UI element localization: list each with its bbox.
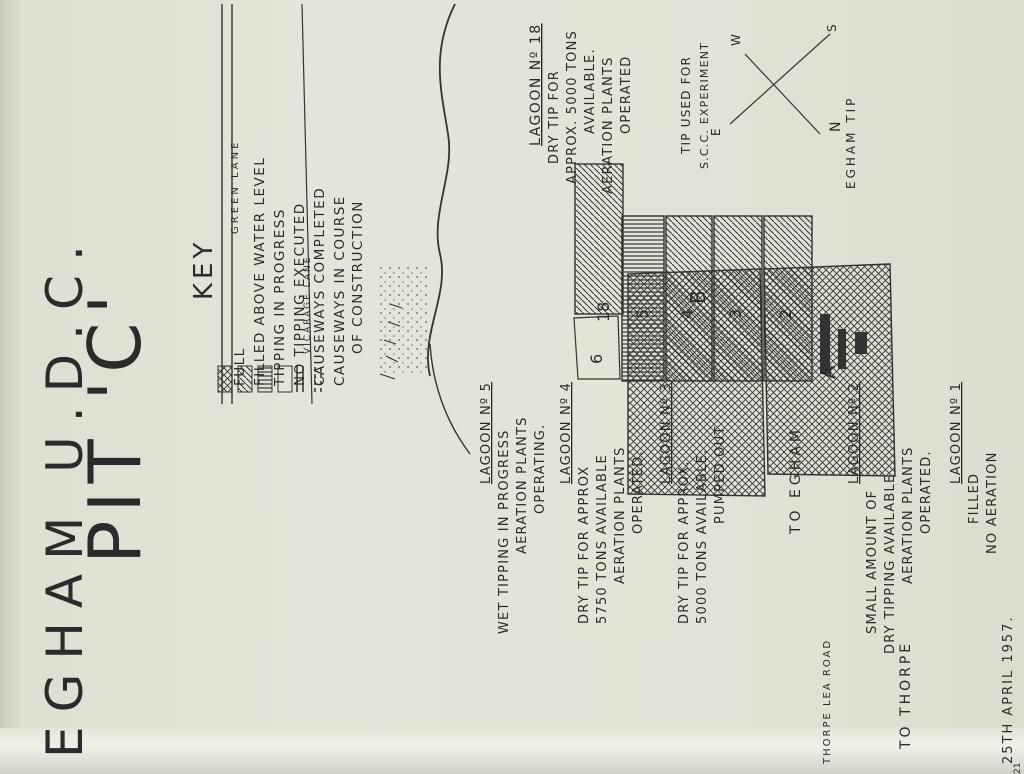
note-lagoon2-line3: OPERATED. <box>919 450 934 534</box>
note-tip: TIP USED FOR S.C.C. EXPERIMENT <box>679 42 711 169</box>
vicarage-lane-label: VICARAGE LANE <box>303 256 313 354</box>
river-bank-west <box>429 343 471 455</box>
note-lagoon18-line0: DRY TIP FOR <box>547 70 562 164</box>
key-label-1: FILLED ABOVE WATER LEVEL <box>252 157 268 386</box>
note-lagoon3-line0: DRY TIP FOR APPROX. <box>677 460 692 624</box>
works-building-1 <box>820 314 830 374</box>
title-line2: PIT 'C' <box>73 287 157 564</box>
river-bank <box>427 3 456 377</box>
lagoon-2 <box>763 215 813 382</box>
key-swatch-filled <box>237 365 253 393</box>
note-tip-line1: S.C.C. EXPERIMENT <box>698 42 711 169</box>
compass: N S E W <box>709 24 844 136</box>
vegetation-area <box>378 266 428 374</box>
compass-w: W <box>729 34 743 46</box>
note-lagoon3-heading: LAGOON Nº 3 <box>659 382 674 484</box>
note-lagoon18-heading: LAGOON Nº 18 <box>528 23 544 146</box>
bottom-edge-shadow <box>0 728 1024 774</box>
note-lagoon1-line1: NO AERATION <box>985 451 1000 554</box>
key-label-5: CAUSEWAYS IN COURSE <box>332 195 348 386</box>
map <box>221 3 896 497</box>
lagoon-label-A: A <box>816 365 840 379</box>
lagoon-label-6: 6 <box>587 354 606 364</box>
egham-tip-label: EGHAM TIP <box>844 96 858 189</box>
note-lagoon18-line4: OPERATED <box>619 56 634 134</box>
lagoon-label-4: 4 <box>678 309 697 319</box>
note-lagoon4-line1: 5750 TONS AVAILABLE <box>595 454 610 624</box>
note-tip-line0: TIP USED FOR <box>679 56 693 155</box>
note-lagoon4-heading: LAGOON Nº 4 <box>559 382 574 484</box>
lagoon-5 <box>621 215 665 382</box>
compass-s: S <box>825 24 839 32</box>
works-building-2 <box>838 329 846 369</box>
key-swatch-tipping <box>257 365 273 393</box>
title-line1: EGHAM U.D.C. <box>36 231 94 758</box>
note-lagoon5-line2: OPERATING. <box>533 424 548 514</box>
page-number: 21 <box>1013 763 1023 774</box>
key-label-2: TIPPING IN PROGRESS <box>272 208 288 387</box>
compass-ew-line <box>744 53 821 135</box>
note-lagoon3-line1: 5000 TONS AVAILABLE. <box>695 449 710 624</box>
key-label-4: CAUSEWAYS COMPLETED <box>312 187 328 386</box>
lagoon-4 <box>665 215 713 382</box>
key-legend: FULL FILLED ABOVE WATER LEVEL TIPPING IN… <box>217 157 366 393</box>
lagoon-3 <box>713 215 763 382</box>
note-lagoon4-line3: OPERATED. <box>631 450 646 534</box>
note-lagoon4-line2: AERATION PLANTS <box>613 446 628 584</box>
map-labels: 18 5 4 3 2 6 A B GREEN LANE VICARAGE LAN… <box>230 96 914 765</box>
lagoon-label-B: B <box>686 290 710 304</box>
key-heading: KEY <box>189 239 219 300</box>
lagoon-label-5: 5 <box>633 309 652 319</box>
compass-n: N <box>828 122 844 132</box>
to-egham-label: TO EGHAM <box>788 426 804 535</box>
note-lagoon18-line1: APPROX. 5000 TONS <box>565 30 580 184</box>
note-lagoon2-line2: AERATION PLANTS <box>901 446 916 584</box>
note-lagoon4-line0: DRY TIP FOR APPROX <box>577 466 592 624</box>
key-label-6: OF CONSTRUCTION <box>350 200 366 354</box>
compass-ns-line <box>729 33 831 125</box>
key-label-3: NO TIPPING EXECUTED <box>292 202 308 386</box>
date: 25TH APRIL 1957. <box>1001 615 1016 764</box>
to-thorpe-label: TO THORPE <box>898 641 914 750</box>
compass-e: E <box>709 128 723 136</box>
note-lagoon2-line0: SMALL AMOUNT OF <box>865 490 880 634</box>
lagoon-label-3: 3 <box>726 309 745 319</box>
note-lagoon5-line1: AERATION PLANTS <box>515 416 530 554</box>
note-lagoon18-line2: AVAILABLE. <box>583 48 598 134</box>
key-label-0: FULL <box>232 347 248 386</box>
green-lane-label: GREEN LANE <box>230 140 241 234</box>
note-lagoon1-line0: FILLED <box>967 473 982 524</box>
notes-bottom: LAGOON Nº 5 WET TIPPING IN PROGRESS AERA… <box>479 382 1000 654</box>
note-lagoon1-heading: LAGOON Nº 1 <box>949 382 964 484</box>
lagoon-6 <box>573 315 621 380</box>
key-swatch-full <box>217 365 233 393</box>
note-lagoon5-line0: WET TIPPING IN PROGRESS <box>497 429 512 634</box>
lagoon-label-2: 2 <box>776 309 795 319</box>
note-lagoon2-line1: DRY TIPPING AVAILABLE <box>883 474 898 654</box>
thorpe-lea-road-label: THORPE LEA ROAD <box>822 639 833 765</box>
note-lagoon2-heading: LAGOON Nº 2 <box>847 382 862 484</box>
key-swatch-empty <box>277 365 293 393</box>
lagoon-label-18: 18 <box>594 302 613 322</box>
note-lagoon18: LAGOON Nº 18 DRY TIP FOR APPROX. 5000 TO… <box>528 23 634 194</box>
note-lagoon5-heading: LAGOON Nº 5 <box>479 382 494 484</box>
works-building-3 <box>855 332 867 354</box>
vicarage-lane-edge-1 <box>301 3 313 405</box>
note-lagoon3-line2: PUMPED OUT <box>713 426 728 524</box>
note-lagoon18-line3: AERATION PLANTS <box>601 56 616 194</box>
left-edge-shadow <box>0 0 22 774</box>
